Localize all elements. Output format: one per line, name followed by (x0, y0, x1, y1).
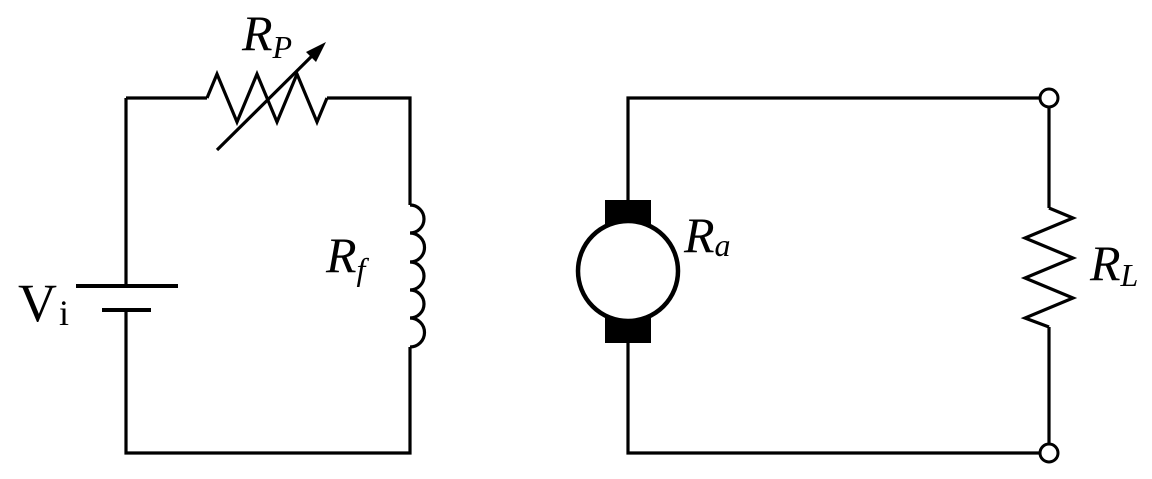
wire-armature-top (626, 96, 1040, 200)
field-winding-inductor (409, 203, 427, 349)
rheostat-resistor (205, 69, 329, 127)
armature-circuit: Ra RL (575, 87, 1138, 464)
wire-top-right (327, 96, 412, 205)
terminal-top-icon (1038, 87, 1060, 109)
field-winding-label: Rf (325, 227, 370, 287)
load-label: RL (1089, 235, 1138, 293)
rheostat-arrow-icon (215, 42, 326, 152)
load-resistor (1020, 206, 1078, 329)
rheostat-label: RP (241, 5, 292, 65)
wire-armature-bottom (626, 342, 1040, 455)
source-label: Vi (18, 273, 69, 333)
wire-left-lower (124, 310, 412, 455)
armature-motor-icon (575, 200, 681, 343)
field-circuit: Vi RP Rf (18, 5, 427, 455)
battery-icon (76, 284, 178, 312)
terminal-bottom-icon (1038, 442, 1060, 464)
armature-label: Ra (683, 207, 731, 263)
